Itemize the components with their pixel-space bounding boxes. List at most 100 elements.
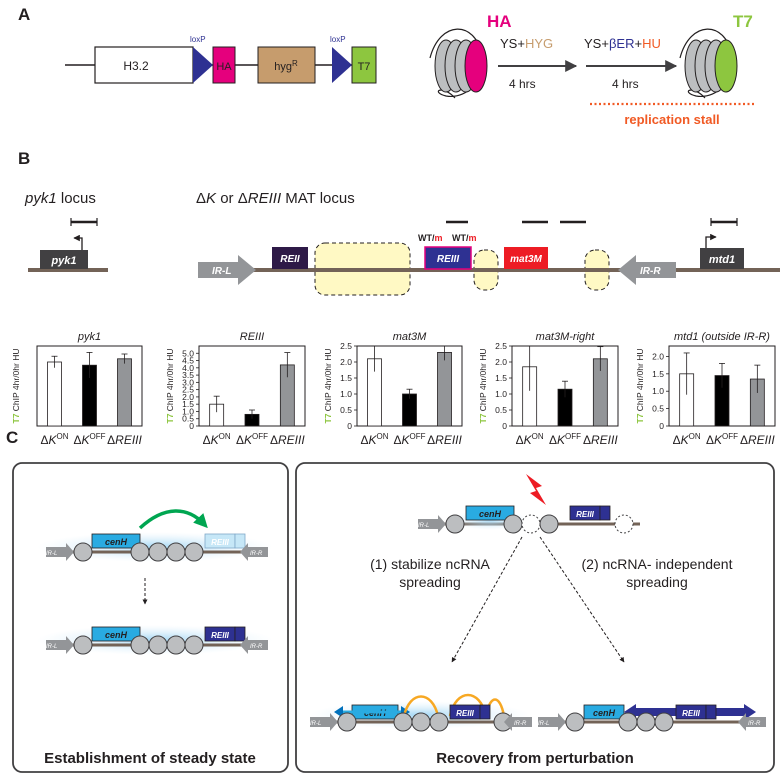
irr-arrow-path2 xyxy=(738,713,766,731)
irr-label-bottom: IR-R xyxy=(250,644,263,650)
nuc-top-4 xyxy=(166,542,186,562)
y-tick-label: 1.0 xyxy=(340,389,352,399)
irl-label-top: IR-L xyxy=(46,551,57,557)
irr-label: IR-R xyxy=(640,266,661,277)
chart-title: mtd1 (outside IR-R) xyxy=(674,331,770,343)
ha-box-label: HA xyxy=(216,61,232,73)
irl-label-perturbed: IR-L xyxy=(418,523,429,529)
nuc-perturbed-lost-2 xyxy=(614,514,634,534)
reiii-box-path1-b xyxy=(479,704,491,720)
y-tick-label: 2.0 xyxy=(340,357,352,367)
hyg-box xyxy=(257,46,316,84)
treatment-step-2: YS+βER+HU 4 hrs xyxy=(584,36,678,91)
perturbed-locus: IR-L cenH REIII xyxy=(418,505,640,534)
cenh-box-top xyxy=(91,533,141,549)
y-axis-label: T7 ChIP 4hr/0hr HU xyxy=(165,349,175,424)
t7-box-label: T7 xyxy=(358,61,371,73)
x-tick-label: ΔKON xyxy=(360,432,388,447)
cenh-box-bottom xyxy=(91,626,141,642)
x-tick-label: ΔREIII xyxy=(270,433,305,447)
irr-arrow-top xyxy=(240,543,268,561)
nuc-bottom-1 xyxy=(73,635,93,655)
reiii-label-bottom: REIII xyxy=(211,631,230,640)
nucleosome-ha: HA xyxy=(429,12,512,99)
recovery-caption: Recovery from perturbation xyxy=(436,750,634,767)
reii-box xyxy=(272,247,308,269)
y-tick-label: 2.0 xyxy=(652,351,664,361)
nuc-path2-1 xyxy=(565,712,585,732)
step2-condition: YS+βER+HU xyxy=(584,36,661,51)
path1-dashed-arrow xyxy=(451,536,523,663)
reiii-label-path2: REIII xyxy=(682,709,701,718)
steady-state-top-locus: IR-L cenH REIII IR-R xyxy=(37,509,273,562)
nuc-bottom-4 xyxy=(166,635,186,655)
t7-box xyxy=(351,46,377,84)
panel-label-c: C xyxy=(6,428,18,447)
reiii-label-perturbed: REIII xyxy=(576,510,595,519)
cenh-label-perturbed: cenH xyxy=(479,509,502,519)
nuc-top-3 xyxy=(148,542,168,562)
mat-locus-map: IR-L REII REIII mat3M IR-R mtd1 WT/m WT/… xyxy=(198,218,780,296)
loxp-triangle-2 xyxy=(332,47,352,83)
nuc-disc-t7 xyxy=(714,39,738,93)
y-tick-label: 4.0 xyxy=(182,363,194,373)
nuc-path2-4 xyxy=(654,712,674,732)
x-tick-label: ΔREIII xyxy=(740,433,775,447)
ha-box xyxy=(212,46,236,84)
nuc-path2-2 xyxy=(618,712,638,732)
chart-title: mat3M-right xyxy=(536,331,596,343)
mtd1-box xyxy=(700,248,744,269)
nuc-disc-ha xyxy=(464,39,488,93)
recovery-box xyxy=(295,462,775,773)
reiii-box-bottom-b xyxy=(234,626,246,642)
treatment-step-1: YS+HYG 4 hrs xyxy=(498,36,578,91)
irl-label-path2: IR-L xyxy=(538,721,549,727)
reiii-box-perturbed-b xyxy=(599,505,611,521)
nuc-path1-1 xyxy=(337,712,357,732)
path2-dashed-arrow xyxy=(539,536,625,663)
steady-state-box xyxy=(12,462,289,773)
irr-label-path1: IR-R xyxy=(514,721,527,727)
x-tick-label: ΔKOFF xyxy=(393,432,425,447)
irr-arrow-bottom xyxy=(240,636,268,654)
reiii-arrowhead-right xyxy=(744,704,756,720)
y-tick-label: 1.0 xyxy=(182,406,194,416)
x-tick-label: ΔKOFF xyxy=(236,432,268,447)
cenh-label-path2: cenH xyxy=(593,708,616,718)
x-tick-label: ΔKON xyxy=(516,432,544,447)
loxp-triangle-1 xyxy=(193,47,213,83)
y-tick-label: 0 xyxy=(502,421,507,431)
y-tick-label: 0.5 xyxy=(495,405,507,415)
replication-stall-label: replication stall xyxy=(624,112,719,127)
perturbation-lightning-icon xyxy=(526,474,546,505)
pyk1-gene-label: pyk1 xyxy=(50,255,76,267)
x-tick-label: ΔREIII xyxy=(427,433,462,447)
bar-1 xyxy=(47,361,62,427)
irr-arrow-path1 xyxy=(504,713,532,731)
reiii-box xyxy=(424,246,472,270)
nuc-bottom-2 xyxy=(130,635,150,655)
mtd1-label: mtd1 xyxy=(709,254,735,266)
irl-arrow-perturbed xyxy=(418,515,446,533)
irl-arrow-path1 xyxy=(310,713,338,731)
nuc-path1-4 xyxy=(429,712,449,732)
mtd1-promoter-arrow xyxy=(705,233,717,248)
nucleosome-t7: T7 xyxy=(679,12,753,99)
y-tick-label: 2.0 xyxy=(495,357,507,367)
step1-time: 4 hrs xyxy=(509,77,536,91)
irr-arrow xyxy=(618,255,676,285)
irr-label-path2: IR-R xyxy=(748,721,761,727)
irl-arrow xyxy=(198,255,256,285)
reiii-label-path1: REIII xyxy=(456,709,475,718)
ha-nucleosome-label: HA xyxy=(487,12,512,31)
y-axis-label: T7 ChIP 4hr/0hr HU xyxy=(323,349,333,424)
cenh-label-top: cenH xyxy=(105,537,128,547)
bar-3 xyxy=(437,351,452,427)
nuc-bottom-5 xyxy=(184,635,204,655)
y-tick-label: 1.5 xyxy=(182,399,194,409)
irl-label-bottom: IR-L xyxy=(46,644,57,650)
spreading-arrow-green xyxy=(138,509,208,530)
